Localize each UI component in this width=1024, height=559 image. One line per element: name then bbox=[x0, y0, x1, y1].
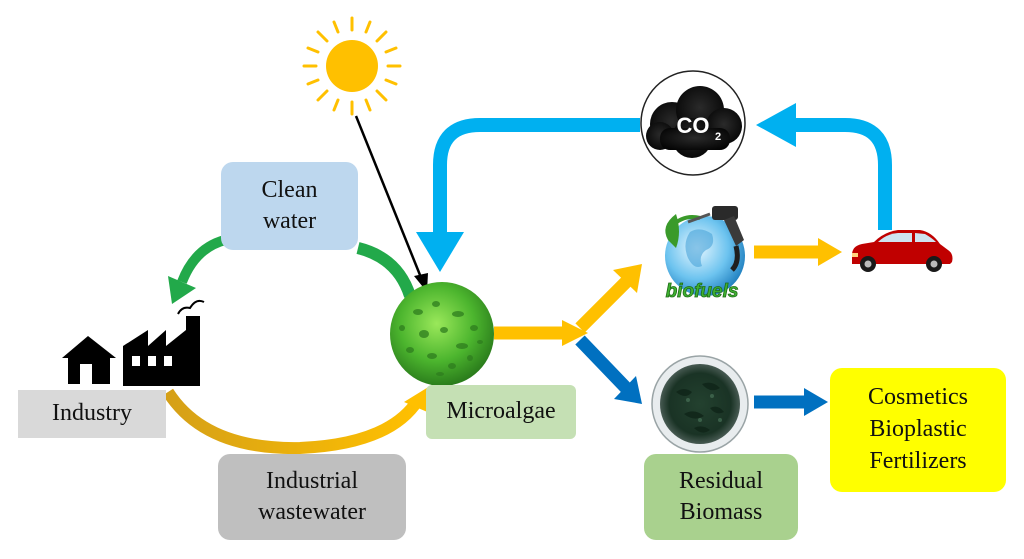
biofuels-globe-icon: biofuels bbox=[665, 206, 745, 302]
co2-cloud-icon: CO 2 bbox=[640, 70, 746, 176]
products-line-cosmetics: Cosmetics bbox=[868, 384, 968, 411]
sun-icon bbox=[302, 16, 402, 116]
microalgae-to-split-arrow bbox=[494, 320, 588, 346]
biomass-to-products-arrow bbox=[754, 388, 828, 416]
to-biomass-arrow bbox=[575, 335, 642, 404]
biofuels-to-car-arrow bbox=[754, 238, 842, 266]
to-biofuels-arrow bbox=[575, 264, 642, 333]
products-line-fertilizers: Fertilizers bbox=[869, 447, 967, 474]
products-box: Cosmetics Bioplastic Fertilizers bbox=[830, 368, 1006, 492]
residual-line-2: Biomass bbox=[679, 499, 763, 525]
wastewater-to-microalgae-arrow bbox=[162, 386, 432, 455]
industrial-wastewater-box: Industrial wastewater bbox=[218, 454, 406, 540]
industry-box: Industry bbox=[18, 390, 166, 438]
residual-biomass-box: Residual Biomass bbox=[644, 454, 798, 540]
clean-water-line-1: Clean bbox=[261, 176, 318, 203]
clean-water-to-industry-arrow bbox=[168, 235, 227, 304]
residual-line-1: Residual bbox=[679, 467, 763, 494]
clean-water-line-2: water bbox=[262, 208, 317, 234]
clean-water-box: Clean water bbox=[221, 162, 358, 250]
factory-icon bbox=[123, 299, 205, 386]
products-line-bioplastic: Bioplastic bbox=[869, 416, 967, 443]
microalgae-label: Microalgae bbox=[446, 398, 556, 425]
microalgae-to-clean-water-arrow bbox=[356, 242, 416, 299]
co2-return-arrow bbox=[416, 118, 640, 272]
wastewater-line-1: Industrial bbox=[266, 467, 358, 494]
co2-label: CO bbox=[677, 113, 710, 138]
biomass-bowl-icon bbox=[651, 355, 749, 453]
co2-subscript: 2 bbox=[715, 131, 721, 143]
house-icon bbox=[62, 336, 116, 384]
microalgae-icon bbox=[390, 282, 494, 386]
industry-label: Industry bbox=[52, 400, 132, 427]
wastewater-line-2: wastewater bbox=[258, 499, 366, 525]
car-icon bbox=[852, 230, 953, 272]
microalgae-box: Microalgae bbox=[426, 385, 576, 439]
biofuels-label: biofuels bbox=[666, 281, 739, 302]
car-emission-arrow bbox=[756, 103, 892, 230]
